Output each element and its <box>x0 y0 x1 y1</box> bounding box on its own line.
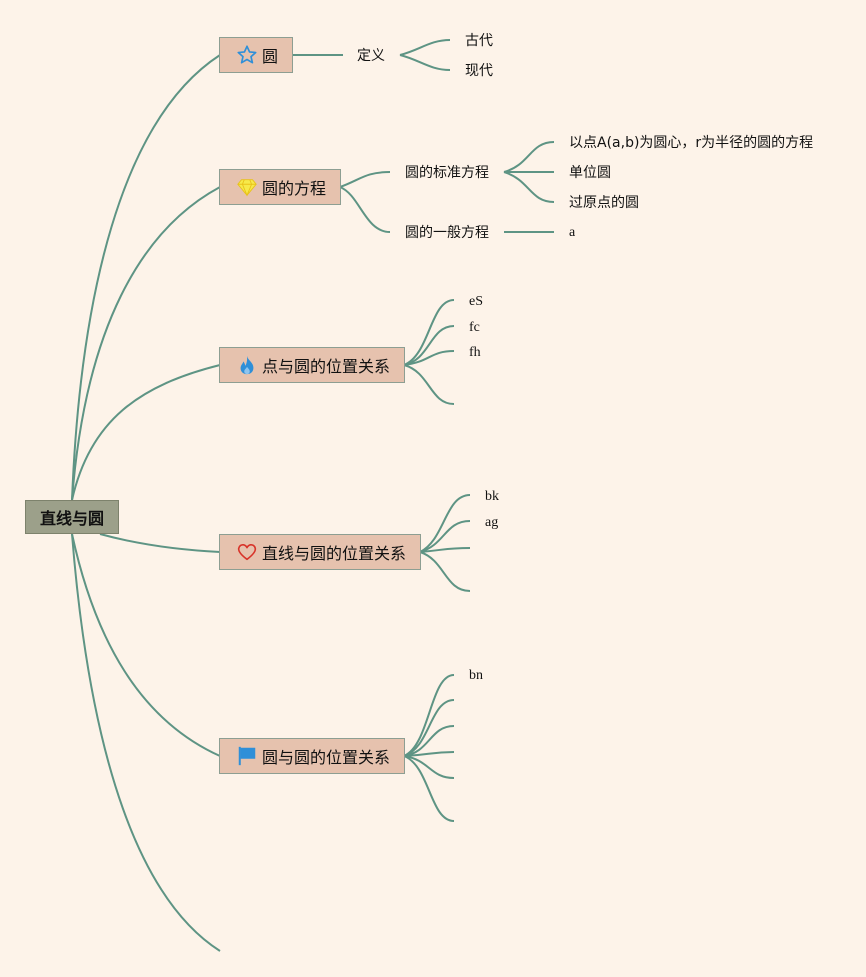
subtopic-general-equation[interactable]: 圆的一般方程 <box>405 225 489 241</box>
link-root-point <box>71 364 221 501</box>
topic-equation[interactable]: 圆的方程 <box>219 169 341 205</box>
subtopic-standard-equation[interactable]: 圆的标准方程 <box>405 165 489 181</box>
link-circles-leaf-2 <box>403 699 455 757</box>
star-icon <box>236 44 258 66</box>
topic-line[interactable]: 直线与圆的位置关系 <box>219 534 421 570</box>
link-standard-leaf-3 <box>503 171 555 203</box>
root-topic[interactable]: 直线与圆 <box>25 500 119 534</box>
topic-point[interactable]: 点与圆的位置关系 <box>219 347 405 383</box>
flame-icon <box>236 354 258 376</box>
topic-equation-label: 圆的方程 <box>262 179 327 198</box>
link-definition-leaf-2 <box>399 54 451 71</box>
link-equation-general <box>339 186 391 233</box>
subtopic-definition[interactable]: 定义 <box>357 48 385 64</box>
leaf-origin-circle[interactable]: 过原点的圆 <box>569 195 639 211</box>
leaf-line-ag[interactable]: ag <box>485 515 499 530</box>
flag-icon <box>236 745 258 767</box>
leaf-modern[interactable]: 现代 <box>465 63 493 79</box>
link-line-leaf-4 <box>419 551 471 592</box>
link-line-leaf-3 <box>419 547 471 553</box>
topic-line-label: 直线与圆的位置关系 <box>262 544 407 563</box>
leaf-point-fh[interactable]: fh <box>469 345 481 360</box>
link-circles-leaf-6 <box>403 755 455 822</box>
link-circles-leaf-5 <box>403 755 455 779</box>
link-line-leaf-1 <box>419 494 471 553</box>
topic-circles-label: 圆与圆的位置关系 <box>262 748 391 767</box>
leaf-point-es[interactable]: eS <box>469 294 483 309</box>
topic-point-label: 点与圆的位置关系 <box>262 357 391 376</box>
leaf-unit-circle[interactable]: 单位圆 <box>569 165 611 181</box>
link-root-extra <box>71 533 221 952</box>
topic-circles[interactable]: 圆与圆的位置关系 <box>219 738 405 774</box>
link-standard-leaf-1 <box>503 141 555 173</box>
diamond-icon <box>236 176 258 198</box>
link-root-equation <box>71 186 221 501</box>
leaf-circles-bn[interactable]: bn <box>469 668 483 683</box>
link-circles-leaf-4 <box>403 751 455 757</box>
leaf-general-a[interactable]: a <box>569 225 576 240</box>
link-root-circles <box>71 533 221 757</box>
link-point-leaf-1 <box>403 299 455 366</box>
topic-circle-label: 圆 <box>262 47 279 66</box>
link-root-circle <box>71 54 221 501</box>
leaf-line-bk[interactable]: bk <box>485 489 499 504</box>
link-circles-leaf-3 <box>403 725 455 757</box>
link-root-line <box>99 533 221 553</box>
heart-icon <box>236 541 258 563</box>
link-point-leaf-2 <box>403 325 455 366</box>
leaf-point-fc[interactable]: fc <box>469 320 480 335</box>
link-definition-leaf-1 <box>399 39 451 56</box>
topic-circle[interactable]: 圆 <box>219 37 293 73</box>
link-circles-leaf-1 <box>403 674 455 757</box>
leaf-standard-center-radius[interactable]: 以点A(a,b)为圆心，r为半径的圆的方程 <box>569 135 814 151</box>
leaf-ancient[interactable]: 古代 <box>465 33 493 49</box>
link-point-leaf-4 <box>403 364 455 405</box>
link-point-leaf-3 <box>403 350 455 366</box>
root-topic-label: 直线与圆 <box>39 509 104 528</box>
link-equation-standard <box>339 171 391 188</box>
link-line-leaf-2 <box>419 520 471 553</box>
